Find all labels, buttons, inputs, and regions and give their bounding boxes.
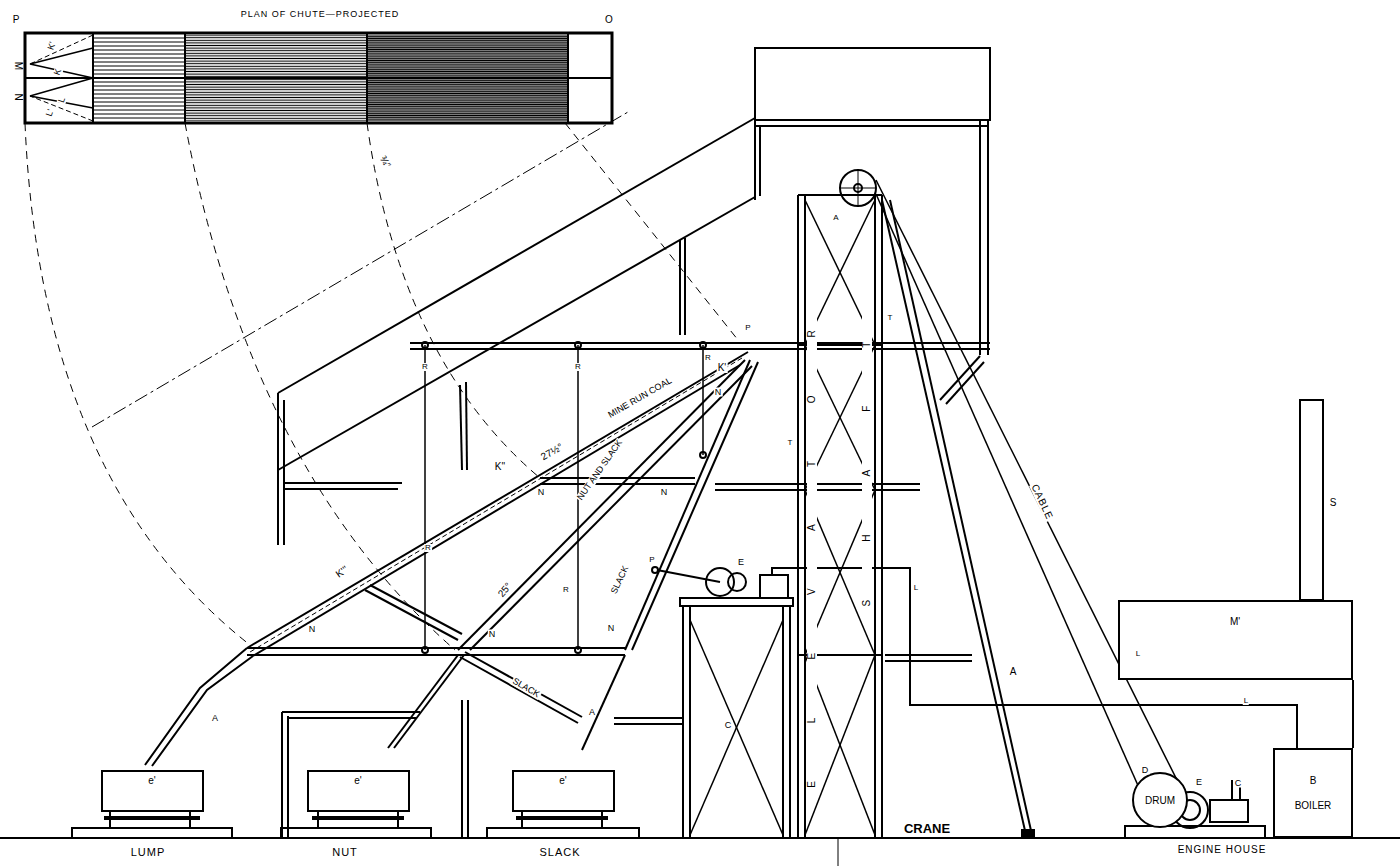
part-label: N (488, 630, 497, 639)
node-text: M' (1230, 616, 1240, 627)
part-label: A (211, 714, 219, 723)
part-label: PLAN OF CHUTE—PROJECTED (240, 10, 401, 19)
part-label: E (737, 558, 745, 567)
part-label: C (1234, 779, 1243, 788)
part-label: P (12, 15, 21, 25)
part-label: 27½° (538, 441, 565, 462)
part-label: ¾″ (377, 153, 393, 170)
part-label: K (52, 67, 63, 78)
part-label: N (607, 624, 616, 633)
part-label: A (588, 708, 596, 717)
mine-car: e' (101, 770, 204, 812)
part-label: A (1009, 667, 1018, 677)
part-label: LUMP (130, 847, 167, 858)
part-label: SLACK (609, 564, 630, 596)
part-label: ENGINE HOUSE (1177, 845, 1268, 855)
part-label: L (1243, 697, 1249, 705)
part-label: R (704, 354, 712, 362)
node-text: e' (354, 775, 361, 786)
node-text: B (1310, 775, 1317, 786)
part-label: ELEVATOR (807, 271, 817, 789)
part-label: K' (717, 363, 728, 373)
winding-drum: DRUM (1132, 772, 1188, 828)
node-text: BOILER (1295, 800, 1332, 811)
part-label: N (308, 625, 317, 634)
part-label: K' (46, 40, 58, 52)
part-label: R (421, 363, 429, 371)
node-text: e' (559, 775, 566, 786)
mine-car: e' (307, 770, 410, 812)
mine-car: e' (512, 770, 615, 812)
part-label: R (574, 363, 582, 371)
part-label: N (660, 488, 669, 497)
part-label: T (787, 439, 794, 447)
part-label: K''' (333, 564, 351, 580)
part-label: CABLE (1029, 482, 1055, 522)
part-label: R (424, 544, 432, 552)
part-label: A (832, 214, 839, 222)
part-label: L' (44, 107, 55, 118)
part-label: N (537, 488, 546, 497)
part-label: R (562, 586, 570, 594)
part-label: S (1329, 498, 1338, 508)
part-label: P (744, 324, 751, 332)
part-label: L (1135, 650, 1141, 658)
part-label: M (13, 61, 23, 71)
part-label: NUT AND SLACK (575, 437, 624, 502)
part-label: E (1195, 778, 1203, 787)
part-label: L (913, 584, 919, 592)
part-label: SHAFT (862, 283, 872, 608)
part-label: D (1141, 766, 1150, 775)
part-label: T (887, 314, 894, 322)
part-label: N (13, 92, 23, 101)
boiler-box: B BOILER (1273, 748, 1353, 838)
part-label: P (648, 556, 655, 564)
node-text: DRUM (1145, 795, 1175, 806)
engine-room: M' (1118, 600, 1353, 680)
part-label: CRANE (903, 822, 951, 835)
part-label: SLACK (538, 847, 581, 858)
part-label: MINE RUN COAL (606, 376, 674, 421)
part-label: O (604, 15, 614, 25)
part-label: N (714, 388, 723, 397)
part-label: C (724, 721, 733, 730)
node-text: e' (148, 775, 155, 786)
part-label: K'' (494, 462, 507, 472)
part-label: NUT (331, 847, 359, 858)
